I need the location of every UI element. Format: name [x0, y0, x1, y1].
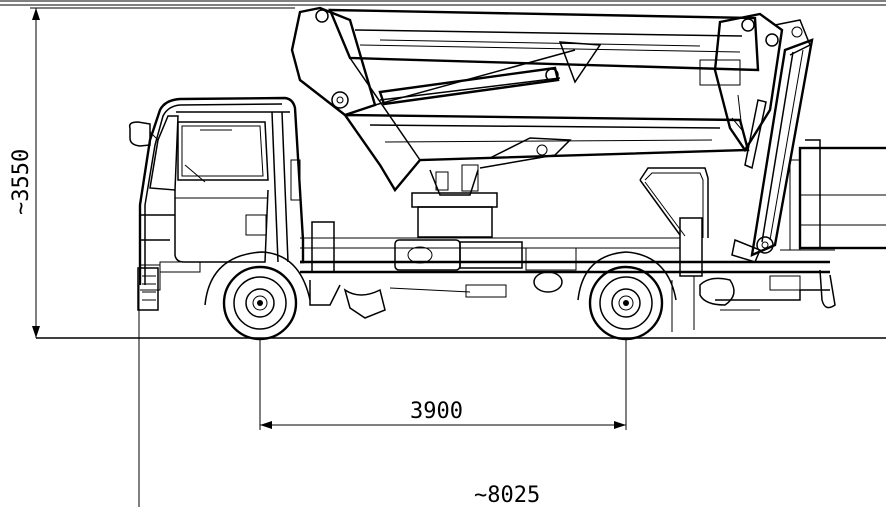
rear-wheel — [588, 265, 664, 341]
wheelbase-dimension — [259, 338, 627, 430]
truck-chassis — [300, 217, 836, 332]
truck-cab — [128, 96, 311, 311]
jib-arm — [731, 38, 814, 263]
aerial-boom — [290, 6, 811, 193]
height-label: ~3550 — [9, 149, 34, 215]
handrail — [639, 167, 709, 238]
overall-length-label: ~8025 — [474, 483, 540, 507]
platform-turret — [411, 137, 572, 238]
work-basket — [780, 139, 886, 251]
wheelbase-label: 3900 — [410, 399, 463, 424]
front-wheel — [222, 265, 298, 341]
height-dimension — [30, 7, 295, 338]
